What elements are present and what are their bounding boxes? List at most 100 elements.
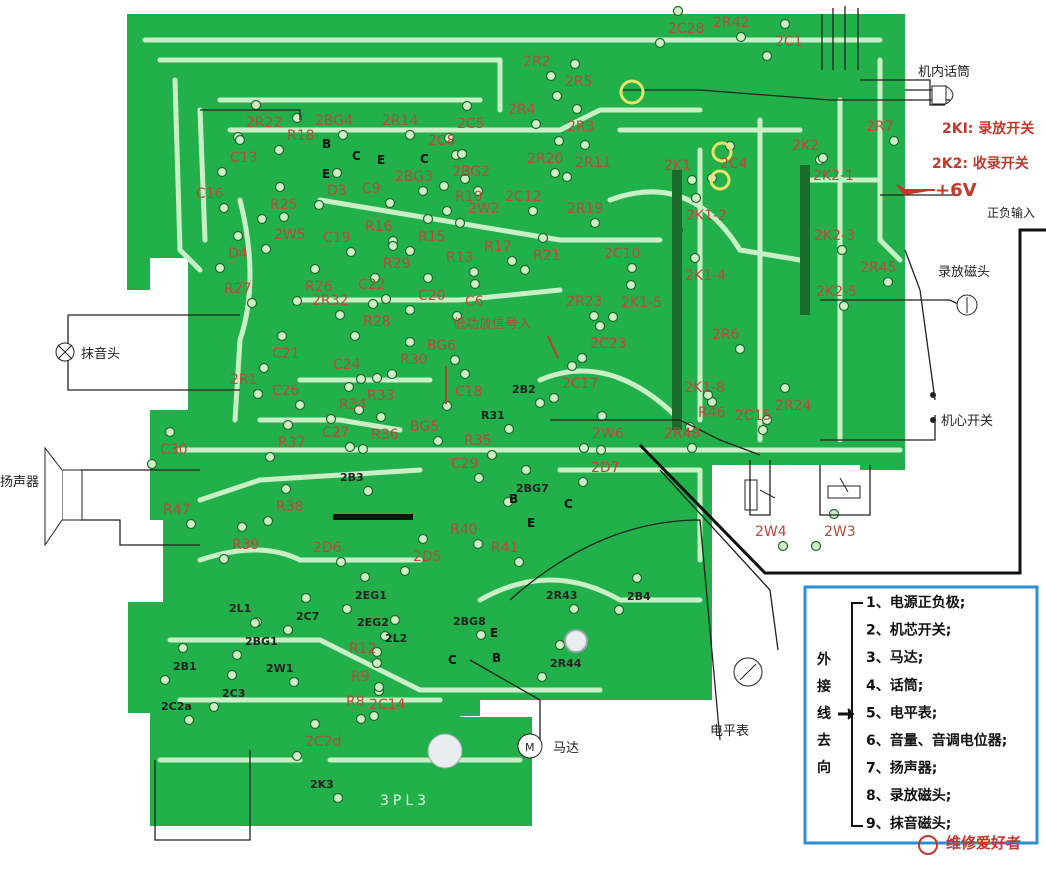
solder-pad <box>218 202 230 214</box>
solder-pad <box>548 392 560 404</box>
solder-pad <box>836 244 848 256</box>
component-label: R27 <box>224 281 252 297</box>
component-label: 2K1 <box>664 158 691 174</box>
solder-pad <box>571 103 583 115</box>
component-label: 2K1-8 <box>684 380 725 396</box>
copper-traces <box>142 37 903 763</box>
solder-pad <box>185 518 197 530</box>
component-label: 2B4 <box>627 590 651 603</box>
component-label: R33 <box>367 388 395 404</box>
solder-pad <box>468 266 480 278</box>
solder-pad <box>371 646 383 658</box>
component-label: 2D6 <box>313 540 342 556</box>
component-label: 2BG1 <box>245 635 278 648</box>
transistor-pin-label: C <box>448 653 457 667</box>
solder-pad <box>735 31 747 43</box>
solder-pad <box>654 37 666 49</box>
solder-pad <box>404 304 416 316</box>
component-label: C19 <box>323 230 351 246</box>
solder-pad <box>817 152 829 164</box>
transistor-pin-label: B <box>492 651 501 665</box>
component-label: R28 <box>363 314 391 330</box>
transistor-pin-label: E <box>377 153 385 167</box>
component-label: 2R3 <box>567 119 595 135</box>
component-label: R18 <box>287 128 315 144</box>
solder-pad <box>367 298 379 310</box>
component-label: R38 <box>276 499 304 515</box>
solder-pad <box>177 642 189 654</box>
solder-pad <box>335 556 347 568</box>
component-label: R41 <box>491 540 519 556</box>
solder-pad <box>325 413 337 425</box>
solder-pad <box>294 399 306 411</box>
solder-pad <box>551 90 563 102</box>
solder-pad <box>300 592 312 604</box>
solder-pad <box>218 553 230 565</box>
solder-pad <box>473 472 485 484</box>
solder-pad <box>236 521 248 533</box>
component-label: 2R44 <box>550 657 582 670</box>
solder-pad <box>146 458 158 470</box>
component-label: 2C15 <box>735 408 772 424</box>
solder-pad <box>404 245 416 257</box>
switch-strip-2k2 <box>800 165 810 315</box>
component-label: 2D5 <box>413 549 442 565</box>
component-label: 2K2-3 <box>814 228 855 244</box>
legend-side-char: 向 <box>817 759 831 776</box>
solder-pad <box>234 134 246 146</box>
solder-pad <box>417 185 429 197</box>
component-label: 2R11 <box>575 155 611 171</box>
legend-item: 3、马达; <box>866 649 923 666</box>
solder-pad <box>250 99 262 111</box>
component-label: C20 <box>418 288 446 304</box>
legend-item: 5、电平表; <box>866 704 937 721</box>
component-label: 2BG8 <box>453 615 486 628</box>
solder-pad <box>537 232 549 244</box>
solder-pad <box>362 485 374 497</box>
label-level-meter: 电平表 <box>710 724 749 739</box>
solder-pad <box>291 295 303 307</box>
solder-pad <box>686 174 698 186</box>
component-label: 2R6 <box>712 327 740 343</box>
component-label: R17 <box>484 239 512 255</box>
solder-pad <box>349 330 361 342</box>
component-label: 2EG2 <box>357 616 389 629</box>
component-label: 2R20 <box>527 151 563 167</box>
component-label: 2C3 <box>222 687 245 700</box>
component-label: D4 <box>228 246 248 262</box>
component-label: 2R45 <box>860 260 896 276</box>
solder-pad <box>276 330 288 342</box>
component-label: 2C12 <box>505 189 542 205</box>
ring-marks <box>427 79 733 769</box>
solder-pad <box>373 681 385 693</box>
solder-pad <box>561 171 573 183</box>
solder-pad <box>399 565 411 577</box>
solder-pad <box>309 718 321 730</box>
solder-pad <box>282 624 294 636</box>
solder-pad <box>422 272 434 284</box>
solder-pad <box>588 310 600 322</box>
legend-side-char: 线 <box>817 705 831 722</box>
solder-pad <box>777 540 789 552</box>
component-label: 2W2 <box>468 201 500 217</box>
legend-item: 9、抹音磁头; <box>866 815 951 832</box>
solder-pad <box>438 180 450 192</box>
component-label: 2W5 <box>274 227 306 243</box>
component-label: C24 <box>333 357 361 373</box>
component-label: C30 <box>160 442 188 458</box>
solder-pad <box>577 476 589 488</box>
component-label: R47 <box>163 502 191 518</box>
solder-pad <box>375 411 387 423</box>
solder-pad <box>280 483 292 495</box>
component-label: C29 <box>451 456 479 472</box>
component-label: 2K2-1 <box>813 168 854 184</box>
solder-pad <box>536 671 548 683</box>
component-label: 2C5 <box>457 116 485 132</box>
legend-item: 6、音量、音调电位器; <box>866 732 1007 749</box>
solder-pad <box>449 354 461 366</box>
solder-pad <box>451 310 463 322</box>
solder-pad <box>313 199 325 211</box>
solder-pad <box>337 129 349 141</box>
potentiometer-2w3 <box>819 465 871 516</box>
